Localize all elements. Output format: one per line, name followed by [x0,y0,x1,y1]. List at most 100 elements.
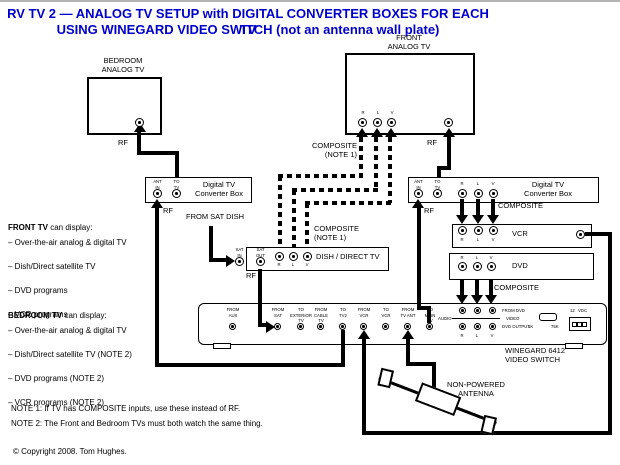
wire-dashed [292,190,296,247]
arrow-down [456,215,468,224]
rf-label: RF [424,206,434,215]
switch-port-label: TO TV2 [339,307,347,318]
wire [417,207,421,310]
rf-connector [444,118,453,127]
wire [341,330,345,367]
list-item: – Dish/Direct satellite TV (NOTE 2) [8,350,132,359]
switch-port-label: FROM AUX [226,307,240,318]
arrow-right [266,321,275,333]
composite-connector [289,252,298,261]
rf-label: RF [163,206,173,215]
note-1: NOTE 1: If TV has COMPOSITE inputs, use … [11,404,241,413]
arrow-up [134,123,146,132]
antenna-label: NON-POWERED ANTENNA [447,380,505,399]
switch-port-label: FROM CABLE TV [313,307,329,324]
bedroom-tv-label: BEDROOM ANALOG TV [101,56,145,75]
composite-connector [358,118,367,127]
port-label-ant-in: ANT IN [414,179,423,190]
wire [175,151,179,177]
front-tv-list-heading: FRONT TV can display: [8,213,92,233]
wire [608,232,612,435]
port-label-r: R [277,262,281,267]
composite-connector [373,118,382,127]
converter-right-label: Digital TV Converter Box [524,180,572,199]
composite-label: COMPOSITE [498,201,544,210]
arrow-down [456,295,468,304]
arrow-down [471,295,483,304]
arrow-up [371,128,383,137]
port-label-v: V [491,181,495,186]
switch-mount-tab [213,343,231,349]
port-label-l: L [476,237,480,242]
switch-port-connector [382,323,389,330]
port-label-l: L [475,333,479,338]
arrow-right [226,255,235,267]
port-label-r: R [460,333,464,338]
list-item: – Over-the-air analog & digital TV [8,238,127,247]
bedroom-tv-list-heading-bold: BEDROOM TV [8,311,63,320]
wire [585,232,610,236]
composite-connector [473,262,482,271]
impedance-1k-label: 1K [528,324,534,329]
port-label-l: L [291,262,295,267]
dvd-output-connector [459,323,466,330]
arrow-up [443,128,455,137]
front-tv-label: FRONT ANALOG TV [387,33,431,52]
page-title-line1: RV TV 2 — ANALOG TV SETUP with DIGITAL C… [7,6,489,38]
wire [362,339,366,435]
composite-connector [458,189,467,198]
list-item: – DVD programs [8,286,68,295]
list-item: – VCR programs [8,310,68,319]
port-label-sat-in: SAT IN [235,247,244,258]
bedroom-tv-box [87,77,162,135]
composite-connector [489,226,498,235]
page-title-line2: USING WINEGARD VIDEO SWITCH (not an ante… [56,22,440,37]
port-label-v: V [491,237,495,242]
port-label-v: V [305,262,309,267]
wire [406,362,436,366]
divider [452,318,500,319]
wire [460,279,464,296]
switch-port-label: FROM VCR [357,307,371,318]
switch-port-connector [339,323,346,330]
list-item: – DVD programs (NOTE 2) [8,374,105,383]
wire [155,207,159,367]
arrow-up [358,330,370,339]
wire-dashed [305,203,309,247]
video-label: VIDEO [506,316,520,321]
arrow-down [487,215,499,224]
switch-port-label: TO VCR [381,307,391,318]
port-label-r: R [460,237,464,242]
ant-in-connector [153,189,162,198]
wire [491,199,495,216]
wire [489,279,493,296]
wire [258,269,262,327]
wire [447,137,451,170]
impedance-slider [539,313,557,321]
wire-dashed [374,137,378,190]
wire [209,226,213,262]
vcr-box [452,224,592,248]
wire [427,308,431,323]
wire [476,199,480,216]
port-label-l: L [475,255,479,260]
port-label-v: V [489,255,493,260]
bedroom-tv-list: – Over-the-air analog & digital TV – Dis… [8,314,132,420]
port-label-v: V [490,333,494,338]
power-terminal [582,322,587,327]
wire [475,279,479,296]
composite-connector [387,118,396,127]
to-tv-connector [172,189,181,198]
wire-dashed [359,137,363,176]
rf-out-connector [576,230,585,239]
dvd-label: DVD [512,261,528,270]
composite-connector [458,262,467,271]
switch-port-connector [229,323,236,330]
from-sat-dish-label: FROM SAT DISH [186,212,245,221]
switch-port-connector [297,323,304,330]
power-terminal [572,322,577,327]
arrow-up [356,128,368,137]
switch-port-connector [426,323,433,330]
port-label-l: L [376,110,380,115]
